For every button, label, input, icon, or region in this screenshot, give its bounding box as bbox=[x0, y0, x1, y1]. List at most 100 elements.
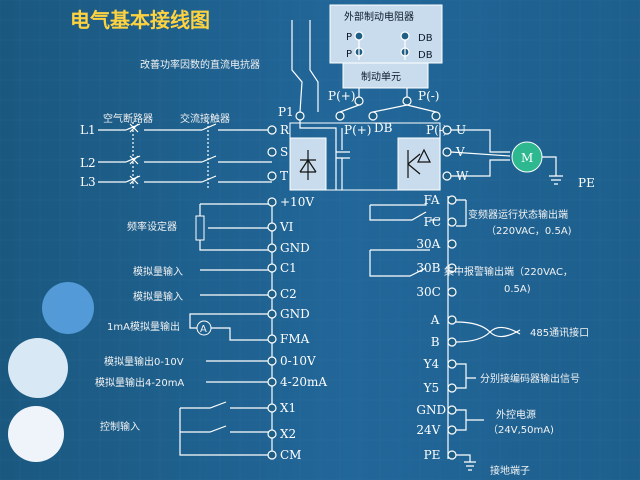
deco-bubble-low bbox=[8, 406, 64, 462]
terminal-out-fa-label: FA bbox=[424, 193, 440, 207]
terminal-out-b-label: B bbox=[431, 335, 440, 349]
terminal-in-7-label: C2 bbox=[280, 287, 297, 301]
run-status-spec: （220VAC，0.5A) bbox=[486, 225, 572, 237]
terminal-db bbox=[368, 111, 378, 121]
bus-p-plus-label: P(+) bbox=[344, 123, 372, 137]
control-in-label: 控制输入 bbox=[100, 420, 140, 433]
terminal-in-13-label: X2 bbox=[280, 427, 296, 441]
terminal-in-10 bbox=[267, 356, 277, 366]
terminal-out-30c bbox=[447, 287, 457, 297]
dc-reactor-label: 改善功率因数的直流电抗器 bbox=[140, 58, 260, 71]
terminal-u bbox=[442, 125, 452, 135]
brake-resistor-label: 外部制动电阻器 bbox=[344, 10, 414, 23]
terminal-p1 bbox=[295, 111, 305, 121]
ammeter-label: A bbox=[200, 324, 207, 335]
terminal-out-b bbox=[447, 337, 457, 347]
brake-unit-label: 制动单元 bbox=[361, 70, 401, 83]
analog-in-2-label: 模拟量输入 bbox=[133, 290, 183, 303]
terminal-in-13 bbox=[267, 429, 277, 439]
alarm-spec: 0.5A) bbox=[504, 284, 531, 295]
terminal-in-12 bbox=[267, 403, 277, 413]
terminal-p1-label: P1 bbox=[278, 105, 294, 119]
freq-setter-label: 频率设定器 bbox=[127, 220, 177, 233]
motor-pe-label: PE bbox=[578, 176, 595, 190]
analog-out-ma-label: 模拟量输出4-20mA bbox=[95, 376, 184, 389]
terminal-out-30b-label: 30B bbox=[416, 261, 440, 275]
analog-out-v-label: 模拟量输出0-10V bbox=[104, 355, 184, 368]
terminal-brake-db1 bbox=[400, 31, 410, 41]
terminal-p-plus bbox=[335, 111, 345, 121]
ext-power-label: 外控电源 bbox=[496, 408, 536, 421]
ac-contactor-label: 交流接触器 bbox=[180, 112, 230, 125]
terminal-out-24v bbox=[447, 425, 457, 435]
deco-bubble-top bbox=[42, 282, 94, 334]
terminal-in-1 bbox=[267, 147, 277, 157]
terminal-out-gnd-label: GND bbox=[416, 403, 446, 417]
alarm-label: 集中报警输出端（220VAC， bbox=[444, 265, 573, 278]
l2-label: L2 bbox=[80, 156, 96, 170]
terminal-out-30a-label: 30A bbox=[416, 237, 440, 251]
terminal-v bbox=[442, 147, 452, 157]
terminal-out-fc bbox=[447, 217, 457, 227]
terminal-in-6-label: C1 bbox=[280, 261, 297, 275]
ma-out-label: 1mA模拟量输出 bbox=[107, 320, 180, 333]
brake-p-label-2: P bbox=[346, 49, 352, 60]
terminal-in-9 bbox=[267, 334, 277, 344]
terminal-in-7 bbox=[267, 289, 277, 299]
run-status-label: 变频器运行状态输出端 bbox=[468, 208, 568, 221]
terminal-out-y4-label: Y4 bbox=[423, 357, 440, 371]
terminal-out-a-label: A bbox=[430, 313, 440, 327]
terminal-in-10-label: 0-10V bbox=[280, 354, 316, 368]
terminal-in-8 bbox=[267, 309, 277, 319]
brake-resistor-box bbox=[329, 4, 443, 64]
terminal-out-y5 bbox=[447, 383, 457, 393]
terminal-out-pe bbox=[447, 450, 457, 460]
terminal-unit-p-minus bbox=[402, 96, 412, 106]
bus-db-label: DB bbox=[374, 121, 393, 135]
terminal-in-9-label: FMA bbox=[280, 332, 310, 346]
l1-label: L1 bbox=[80, 123, 96, 137]
inverter-bridge-block bbox=[397, 137, 441, 191]
brake-db-label-1: DB bbox=[418, 33, 433, 44]
terminal-out-y4 bbox=[447, 359, 457, 369]
analog-in-1-label: 模拟量输入 bbox=[133, 265, 183, 278]
terminal-out-gnd bbox=[447, 405, 457, 415]
terminal-p-minus bbox=[431, 111, 441, 121]
terminal-out-30c-label: 30C bbox=[416, 285, 440, 299]
unit-p-minus-label: P(-) bbox=[418, 89, 440, 103]
terminal-out-30b bbox=[447, 263, 457, 273]
terminal-in-2-label: T bbox=[280, 169, 288, 183]
terminal-out-fa bbox=[447, 195, 457, 205]
air-breaker-label: 空气断路器 bbox=[103, 112, 153, 125]
terminal-in-12-label: X1 bbox=[280, 401, 296, 415]
terminal-brake-p1 bbox=[354, 31, 364, 41]
terminal-in-3-label: +10V bbox=[280, 195, 314, 209]
terminal-in-11 bbox=[267, 377, 277, 387]
l3-label: L3 bbox=[80, 175, 96, 189]
terminal-in-4 bbox=[267, 222, 277, 232]
terminal-in-6 bbox=[267, 263, 277, 273]
potentiometer bbox=[195, 215, 205, 241]
brake-p-label-1: P bbox=[346, 32, 352, 43]
terminal-out-30a bbox=[447, 239, 457, 249]
terminal-out-pe-label: PE bbox=[424, 448, 441, 462]
breaker-switches bbox=[98, 122, 272, 188]
terminal-out-fc-label: FC bbox=[424, 215, 442, 229]
unit-p-plus-label: P(+) bbox=[328, 89, 356, 103]
terminal-w bbox=[442, 171, 452, 181]
brake-unit-box bbox=[342, 62, 429, 89]
terminal-in-5-label: GND bbox=[280, 241, 310, 255]
terminal-in-1-label: S bbox=[280, 145, 288, 159]
terminal-in-14 bbox=[267, 450, 277, 460]
encoder-out-label: 分别接编码器输出信号 bbox=[480, 372, 580, 385]
motor-label: M bbox=[521, 151, 533, 165]
terminal-in-8-label: GND bbox=[280, 307, 310, 321]
diagram-title: 电气基本接线图 bbox=[70, 8, 210, 32]
rs485-label: 485通讯接口 bbox=[530, 326, 589, 339]
terminal-in-5 bbox=[267, 243, 277, 253]
deco-bubble-mid bbox=[8, 338, 68, 398]
ground-label: 接地端子 bbox=[490, 464, 530, 477]
brake-db-label-2: DB bbox=[418, 50, 433, 61]
